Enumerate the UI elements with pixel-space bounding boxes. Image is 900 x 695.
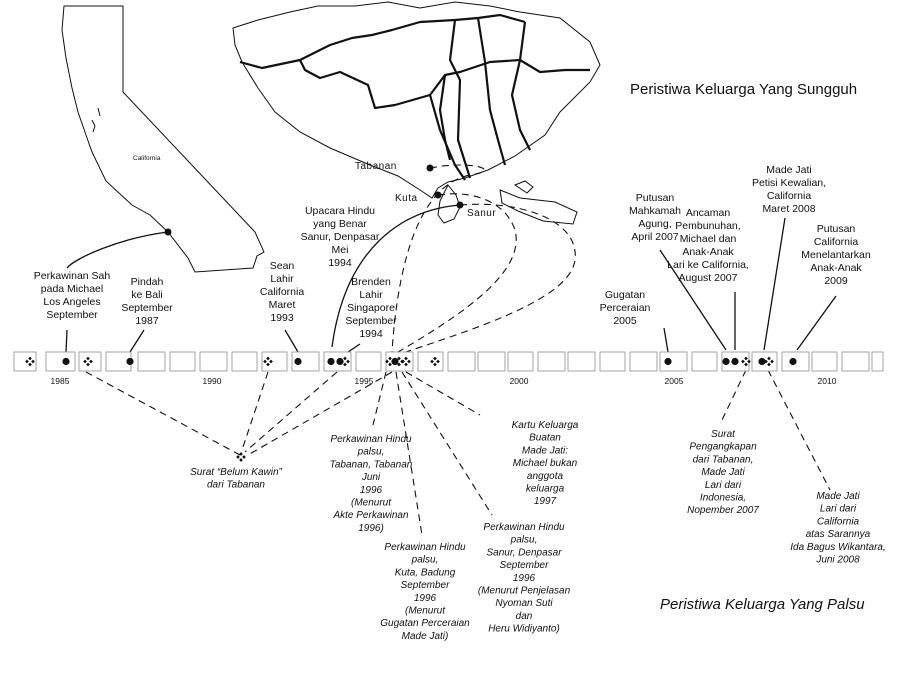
timeline-cell [659,351,688,372]
title-false: Peristiwa Keluarga Yang Palsu [660,596,865,613]
year-label: 1990 [203,376,222,386]
year-label: 2000 [510,376,529,386]
true-event-marker [731,357,739,366]
false-event-marker-icon [236,452,246,462]
california-map: California [61,5,265,273]
timeline-cell [841,351,870,372]
timeline-cell [169,351,196,372]
false-event-marker-icon [340,356,350,367]
false-event-marker-icon [385,356,395,367]
timeline-cell [507,351,534,372]
false-event-label: Surat “Belum Kawin”dari Tabanan [190,467,282,491]
timeline-cell [137,351,166,372]
year-label: 2010 [818,376,837,386]
true-event-marker [664,357,672,366]
false-event-marker-icon [401,356,411,367]
title-false-text: Peristiwa Keluarga Yang Palsu [660,596,865,613]
true-event-marker [722,357,730,366]
false-event-labels: Surat “Belum Kawin”dari TabananPerkawina… [190,420,886,642]
true-event-marker [758,357,766,366]
timeline-cell [45,351,76,372]
title-true: Peristiwa Keluarga Yang Sungguh [630,81,857,98]
timeline-cell [691,351,718,372]
timeline-cell [13,351,37,372]
connectors [65,164,837,536]
title-true-text: Peristiwa Keluarga Yang Sungguh [630,81,857,98]
year-label: 2005 [665,376,684,386]
true-event-marker [62,357,70,366]
timeline-cell [811,351,838,372]
timeline-cell [355,351,382,372]
false-event-marker-icon [430,356,440,367]
timeline-cell [477,351,506,372]
timeline-cell [567,351,596,372]
true-event-marker [294,357,302,366]
timeline-cell [291,351,320,372]
timeline-cell [261,351,288,372]
timeline-cell [599,351,626,372]
timeline-cell [871,351,884,372]
timeline-cell [447,351,476,372]
bali-map [232,1,601,225]
timeline-strip: 1985 1990 1995 2000 2005 2010 [13,351,884,462]
true-event-marker [126,357,134,366]
california-label: California [133,155,161,162]
timeline-cell [537,351,566,372]
true-event-marker [327,357,335,366]
year-label: 1995 [355,376,374,386]
timeline-cell [231,351,258,372]
place-kuta: Kuta [395,193,418,204]
false-event-marker-icon [764,356,774,367]
true-event-marker [336,357,344,366]
year-label: 1985 [51,376,70,386]
false-event-marker-icon [741,356,751,367]
timeline-cell [199,351,228,372]
false-event-marker-icon [263,356,273,367]
true-event-marker [789,357,797,366]
place-tabanan: Tabanan [355,161,397,172]
place-sanur: Sanur [467,208,496,219]
timeline-cell [629,351,658,372]
